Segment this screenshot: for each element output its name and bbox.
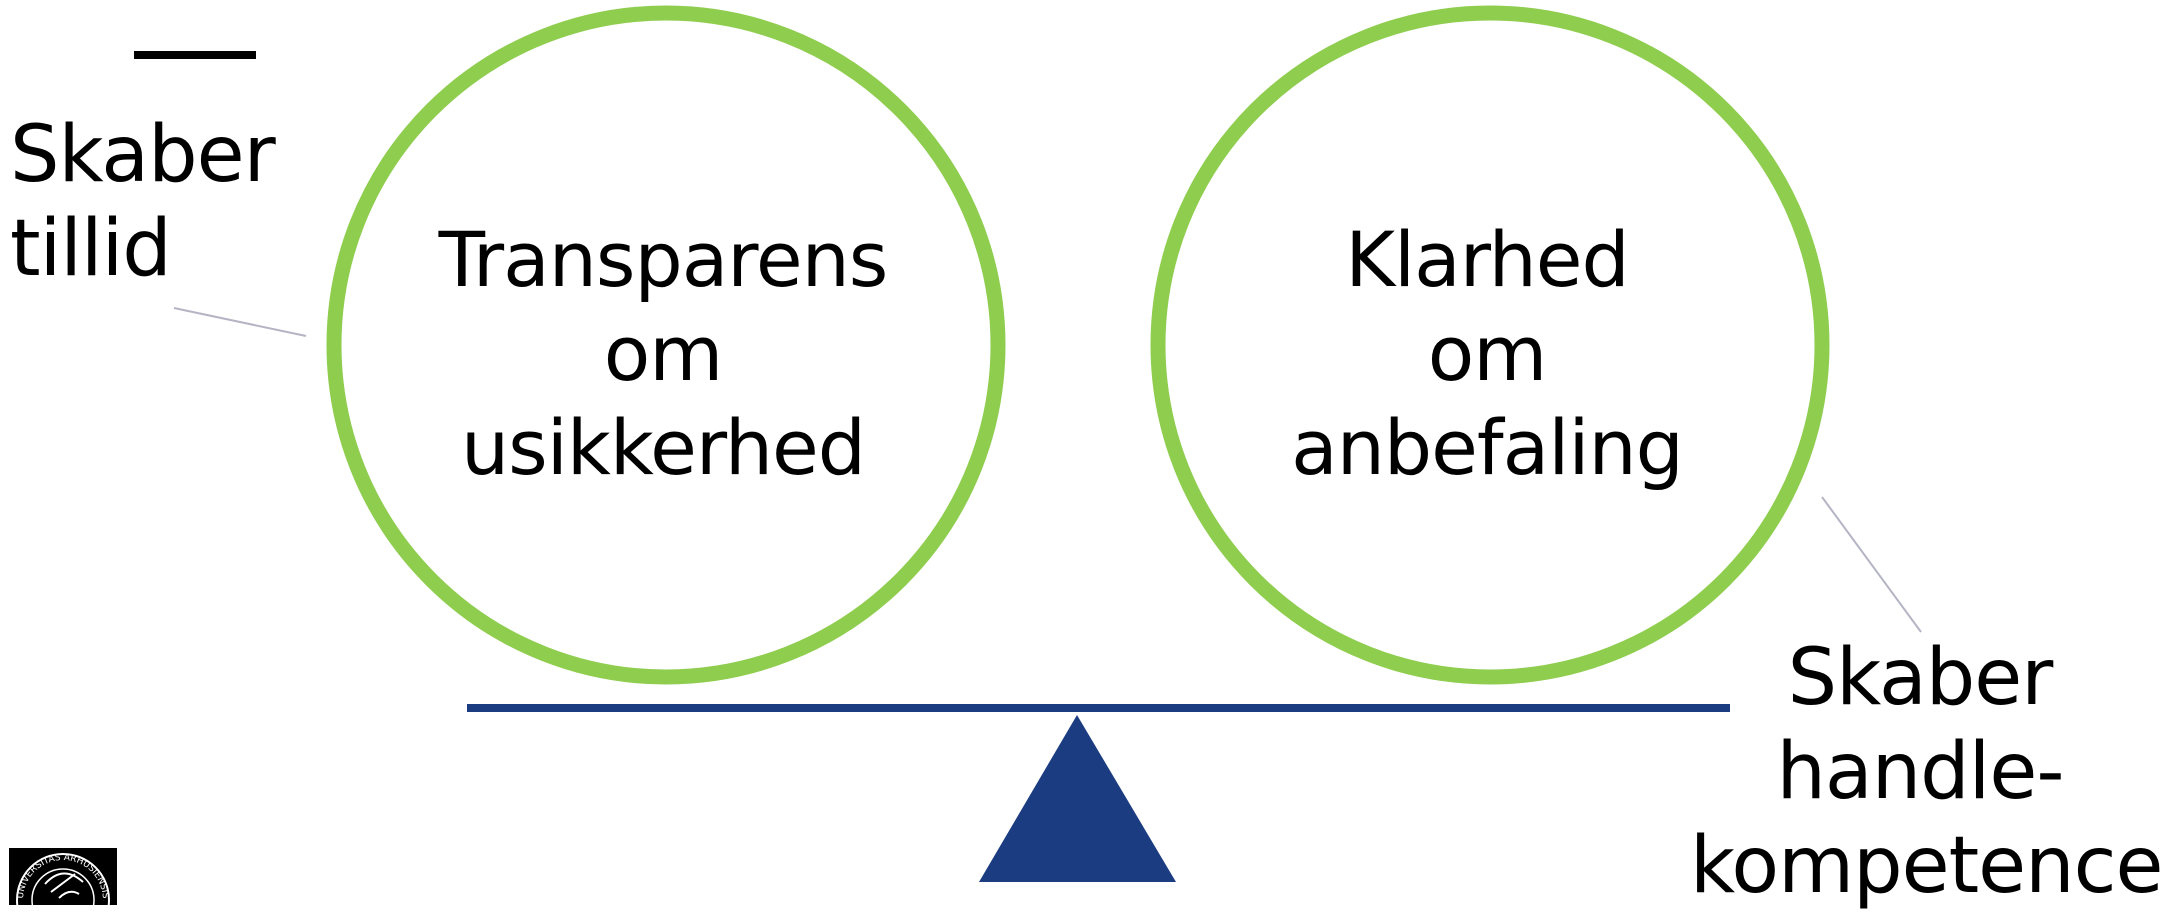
circle-text-line: om: [1427, 309, 1548, 398]
seal-emblem: UNIVERSITAS ARHUSIENSIS: [16, 853, 110, 905]
left-connector-line: [173, 307, 307, 337]
label-line: Skaber: [1787, 633, 2054, 723]
label-line: Skaber: [10, 110, 276, 200]
label-skaber-handlekompetence: Skaber handle- kompetence: [1690, 631, 2163, 913]
circle-text-line: Transparens: [438, 215, 889, 304]
svg-text:UNIVERSITAS ARHUSIENSIS: UNIVERSITAS ARHUSIENSIS: [16, 853, 110, 899]
university-seal-logo: UNIVERSITAS ARHUSIENSIS: [9, 848, 117, 905]
label-line: tillid: [10, 204, 172, 294]
circle-text-line: Klarhed: [1345, 215, 1630, 304]
right-circle: [1150, 5, 1830, 685]
right-circle-text: Klarhed om anbefaling: [1237, 213, 1737, 495]
label-line: kompetence: [1690, 821, 2163, 911]
left-circle-text: Transparens om usikkerhed: [413, 213, 913, 495]
label-skaber-tillid: Skaber tillid: [10, 108, 276, 296]
fulcrum-triangle: [979, 715, 1176, 882]
circle-text-line: anbefaling: [1291, 403, 1684, 492]
circle-text-line: usikkerhed: [460, 403, 866, 492]
right-connector-line: [1821, 496, 1922, 633]
left-circle: [326, 5, 1006, 685]
label-line: handle-: [1776, 727, 2065, 817]
circle-text-line: om: [603, 309, 724, 398]
